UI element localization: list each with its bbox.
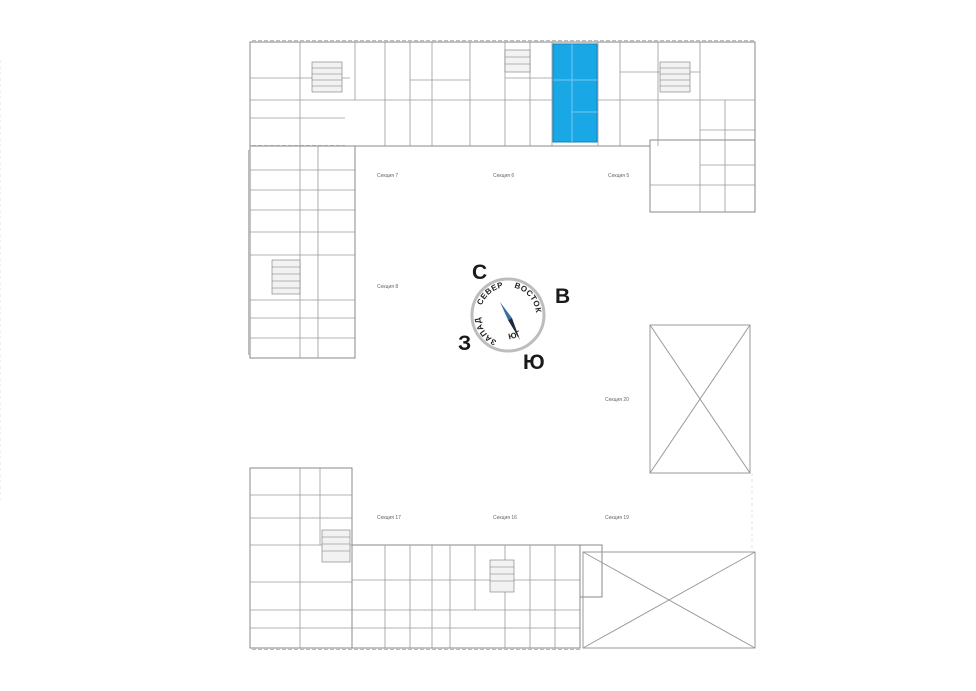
left-stairs (271, 259, 301, 295)
top-wing-partitions (250, 42, 755, 212)
section-label-16: Секция 16 (493, 515, 517, 521)
section-label-8: Секция 8 (377, 284, 399, 290)
right-block-upper (649, 324, 751, 474)
compass-letter-south: Ю (523, 351, 545, 374)
top-wing (249, 40, 756, 213)
top-stairs (311, 49, 691, 93)
compass-letter-east: В (555, 285, 571, 308)
compass-letter-north: С (472, 261, 488, 284)
left-wing-partitions (250, 146, 355, 358)
bottom-wing (249, 467, 603, 650)
section-label-19: Секция 19 (605, 515, 629, 521)
section-label-7: Секция 7 (377, 173, 399, 179)
bottom-wing-partitions (250, 468, 580, 648)
highlighted-apartment[interactable] (552, 43, 598, 143)
compass: СЕВЕР ВОСТОК ЮГ ЗАПАД (470, 276, 546, 353)
section-label-5: Секция 5 (608, 173, 630, 179)
building-outline-dashed (0, 60, 753, 552)
right-block-lower (582, 551, 756, 649)
compass-needle-north (500, 302, 512, 320)
left-wing (248, 145, 356, 359)
bottom-stairs (321, 529, 515, 593)
section-label-6: Секция 6 (493, 173, 515, 179)
compass-letter-west: З (458, 332, 472, 355)
compass-needle-south (508, 318, 520, 340)
section-label-20: Секция 20 (605, 397, 629, 403)
section-label-17: Секция 17 (377, 515, 401, 521)
